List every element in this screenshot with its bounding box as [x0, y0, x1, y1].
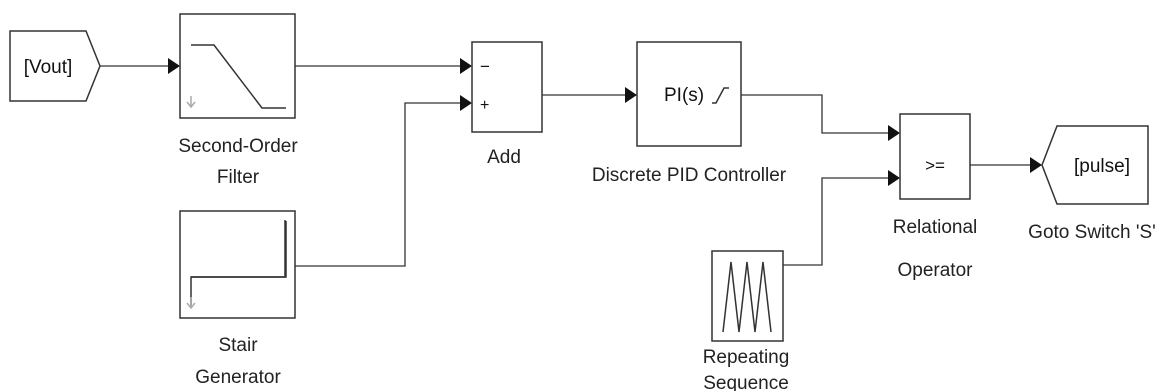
add-port-plus: +	[480, 97, 489, 114]
signal-wires	[100, 65, 1030, 267]
arrow-add-plus-in	[460, 95, 472, 111]
sample-time-arrow-icon	[186, 297, 196, 310]
stair-label-line2: Generator	[195, 367, 281, 388]
arrow-add-minus-in	[460, 58, 472, 74]
sequence-label-line2: Sequence	[703, 373, 789, 391]
pid-label: Discrete PID Controller	[592, 165, 787, 186]
arrow-relational-in1	[888, 125, 900, 141]
pid-controller-block[interactable]: PI(s) Discrete PID Controller	[592, 41, 787, 186]
second-order-filter-block[interactable]: Second-Order Filter	[178, 13, 298, 188]
relational-text: >=	[925, 156, 945, 175]
from-vout-block[interactable]: [Vout]	[9, 30, 101, 102]
goto-pulse-text: [pulse]	[1074, 156, 1130, 177]
goto-pulse-block[interactable]: [pulse] Goto Switch 'S'	[1028, 125, 1156, 243]
filter-label-line1: Second-Order	[178, 136, 298, 157]
wire-pid-to-relational	[741, 94, 888, 134]
stair-label-line1: Stair	[218, 335, 258, 356]
repeating-sequence-block[interactable]: Repeating Sequence	[703, 250, 790, 391]
sequence-label-line1: Repeating	[703, 347, 790, 368]
relational-label-line1: Relational	[893, 217, 978, 238]
goto-label: Goto Switch 'S'	[1028, 222, 1156, 243]
relational-operator-block[interactable]: >= Relational Operator	[893, 113, 978, 281]
add-port-minus: −	[480, 57, 490, 76]
wire-stair-to-add-plus	[295, 102, 460, 267]
add-block[interactable]: − + Add	[471, 41, 543, 168]
triangle-wave-icon	[722, 261, 772, 333]
saturation-icon	[712, 87, 729, 104]
stair-generator-block[interactable]: Stair Generator	[179, 210, 296, 388]
wire-sequence-to-relational	[783, 177, 888, 266]
lowpass-response-icon	[191, 44, 286, 109]
sample-time-arrow-icon	[186, 96, 196, 109]
arrow-goto-in	[1030, 157, 1042, 173]
add-label: Add	[487, 147, 521, 168]
relational-label-line2: Operator	[898, 260, 974, 281]
from-vout-text: [Vout]	[24, 57, 73, 78]
arrow-filter-in	[168, 58, 180, 74]
pid-text: PI(s)	[664, 85, 704, 106]
filter-label-line2: Filter	[217, 167, 260, 188]
arrow-relational-in2	[888, 170, 900, 186]
arrowheads	[168, 58, 1042, 186]
arrow-pid-in	[625, 87, 637, 103]
